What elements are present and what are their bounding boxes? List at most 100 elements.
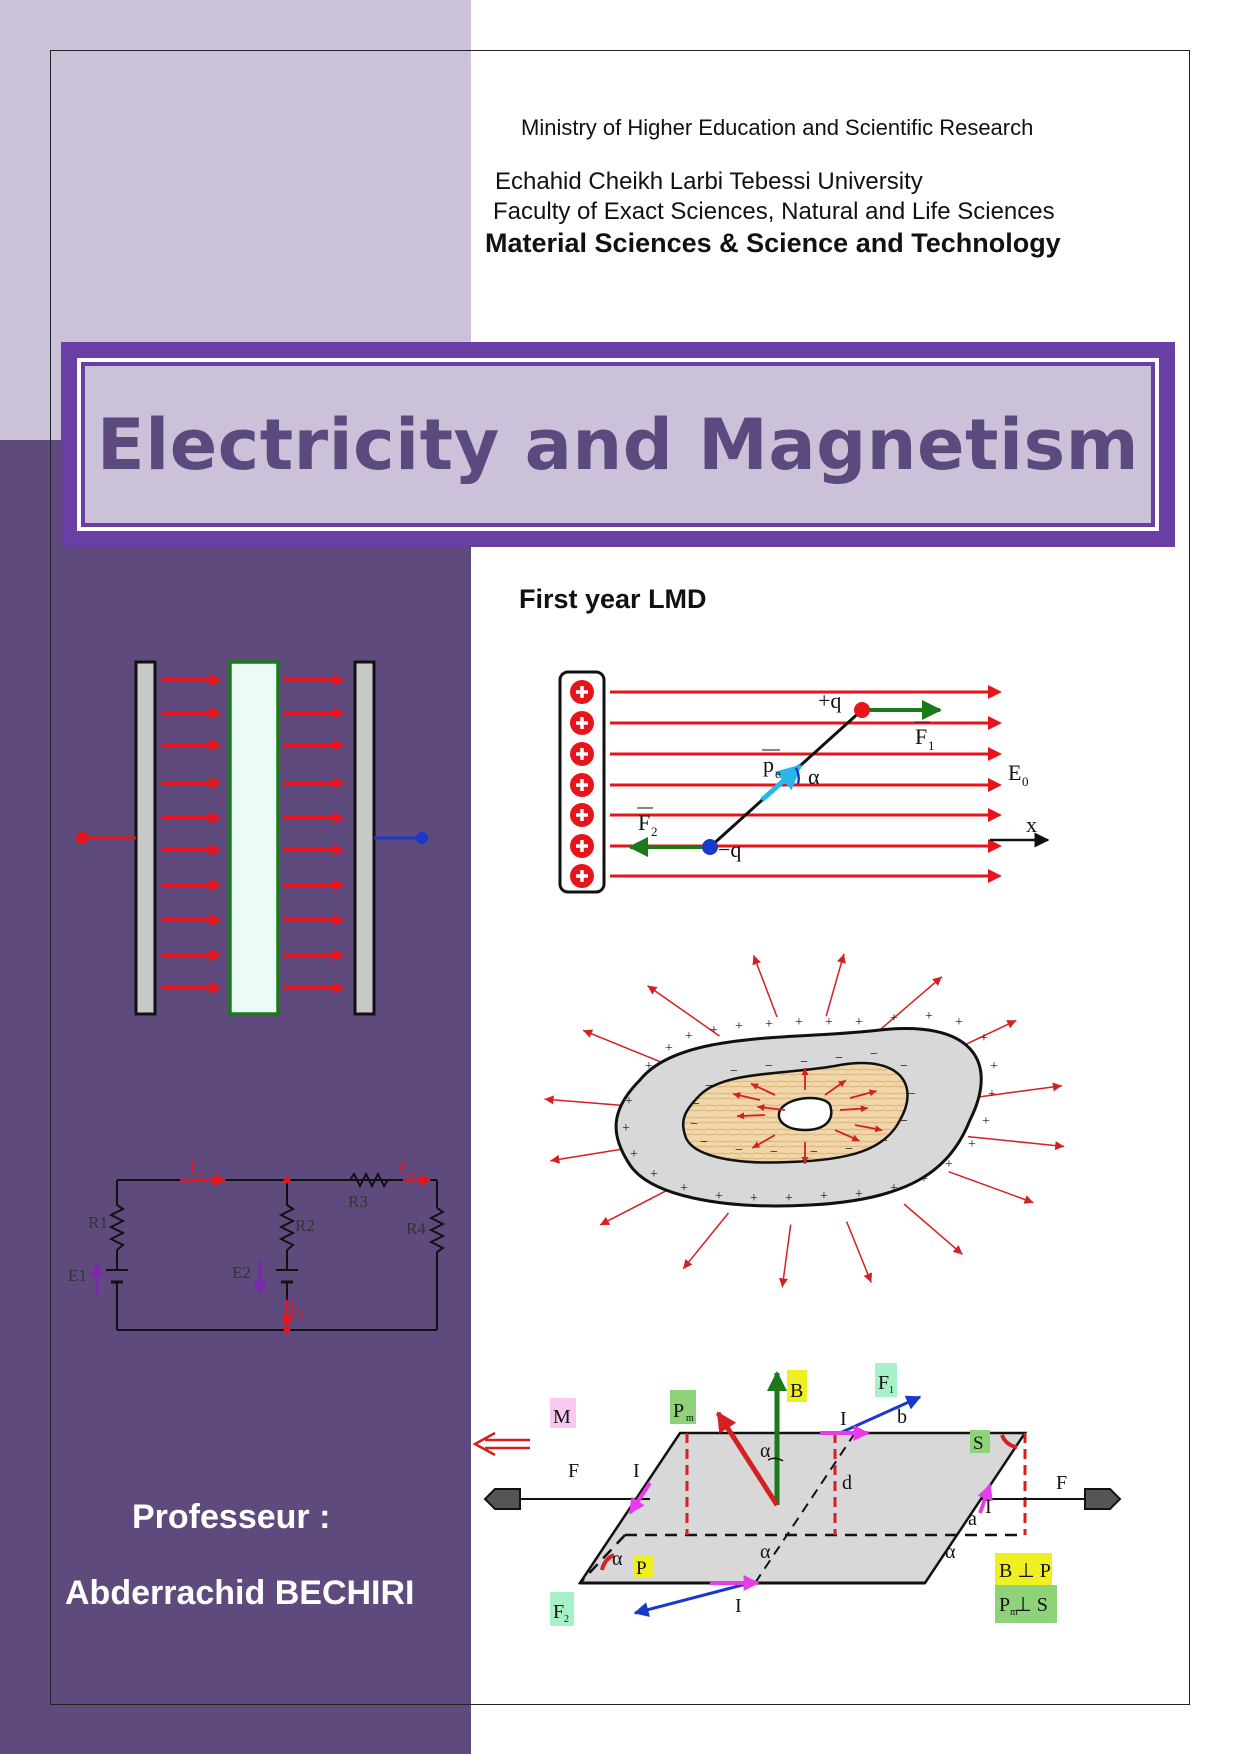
f2-label-box [550, 1592, 574, 1626]
f-label-left: F [568, 1460, 579, 1482]
external-field-ray [825, 953, 845, 1017]
external-field-arrowhead [779, 1277, 788, 1288]
surface-negative-charge: − [880, 1134, 888, 1149]
force-f2-arrow [633, 1581, 751, 1617]
surface-positive-charge: + [955, 1015, 963, 1030]
pe-subscript: e [775, 766, 781, 781]
surface-positive-charge: + [645, 1059, 653, 1074]
d-label: d [842, 1472, 852, 1494]
title-border: Electricity and Magnetism [77, 358, 1159, 531]
capacitor-field-arrowhead [333, 707, 345, 719]
capacitor-field-arrowhead [333, 739, 345, 751]
external-field-ray [781, 1224, 792, 1288]
external-field-ray [647, 984, 720, 1037]
side-a-label: a [968, 1508, 977, 1530]
inner-field-arrowhead [737, 1112, 745, 1120]
surface-negative-charge: − [835, 1051, 843, 1066]
loop-middle-axis [754, 1432, 856, 1584]
capacitor-field-arrowhead [333, 844, 345, 856]
f-label-right: F [1056, 1472, 1067, 1494]
i1-subscript: 1 [198, 1169, 204, 1181]
external-field-arrowhead [583, 1029, 594, 1038]
external-field-arrowhead [752, 955, 761, 966]
field-line-arrowhead [988, 716, 1002, 730]
capacitor-field-arrowhead [333, 982, 345, 994]
capacitor-field-arrowhead [210, 982, 222, 994]
surface-positive-charge: + [990, 1059, 998, 1074]
angle-arc-alpha [767, 1457, 784, 1462]
author-label: Professeur : [132, 1498, 331, 1536]
inner-field-arrowhead [868, 1089, 877, 1097]
field-line-arrowhead [988, 808, 1002, 822]
external-field-ray [878, 976, 943, 1031]
surface-negative-charge: − [765, 1059, 773, 1074]
b-perp-p-box [995, 1553, 1052, 1585]
external-field-ray [967, 1135, 1065, 1148]
pm-perp-s-label: P ⊥ S [999, 1594, 1048, 1616]
external-field-arrowhead [1006, 1020, 1017, 1029]
surface-negative-charge: − [900, 1059, 908, 1074]
i3-label: I [400, 1158, 406, 1178]
surface-negative-charge: − [690, 1117, 698, 1132]
minus-q-label: −q [718, 837, 741, 862]
i3-subscript: 3 [408, 1169, 414, 1181]
r2-label: R2 [295, 1216, 315, 1235]
current-label-bottom: I [735, 1595, 742, 1617]
pm-subscript: m [686, 1413, 694, 1424]
i2-label: I [290, 1297, 296, 1317]
department-line: Material Sciences & Science and Technolo… [485, 228, 1061, 258]
dielectric-slab [228, 660, 280, 1016]
pm-label-box [670, 1390, 696, 1424]
capacitor-field-arrowhead [210, 707, 222, 719]
background-left-panel [0, 440, 471, 1754]
plus-sign [576, 717, 588, 729]
f1-label-box [875, 1363, 897, 1397]
document-title: Electricity and Magnetism [96, 403, 1140, 486]
surface-negative-charge: − [700, 1135, 708, 1150]
surface-positive-charge: + [982, 1114, 990, 1129]
surface-positive-charge: + [715, 1189, 723, 1204]
external-field-arrowhead [1023, 1195, 1034, 1204]
plus-sign [576, 779, 588, 791]
surface-negative-charge: − [908, 1087, 916, 1102]
field-line-arrowhead [988, 839, 1002, 853]
loop-dashed-side [579, 1534, 626, 1584]
b-label-box [787, 1370, 807, 1402]
external-field-arrowhead [683, 1258, 693, 1269]
capacitor-field-arrowhead [210, 844, 222, 856]
surface-positive-charge: + [968, 1137, 976, 1152]
alpha-label-top: α [760, 1440, 771, 1462]
external-field-ray [966, 1084, 1063, 1100]
negative-charge [702, 839, 718, 855]
e2-label: E2 [232, 1263, 251, 1282]
surface-positive-charge: + [980, 1031, 988, 1046]
inner-field-arrowhead [733, 1092, 741, 1099]
capacitor-field-arrowhead [333, 949, 345, 961]
external-field-ray [582, 1029, 666, 1065]
capacitor-field-arrowhead [210, 777, 222, 789]
course-level: First year LMD [519, 584, 707, 614]
capacitor-field-arrowhead [333, 777, 345, 789]
plus-sign [576, 809, 588, 821]
external-field-ray [903, 1203, 963, 1255]
plus-sign [576, 840, 588, 852]
r4-label: R4 [406, 1219, 426, 1238]
conductor-cavity-figure: ++++++++++++++++++++++++++++++−−−−−−−−−−… [544, 953, 1065, 1288]
field-line-arrowhead [988, 869, 1002, 883]
title-band: Electricity and Magnetism [61, 342, 1175, 547]
external-field-ray [682, 1212, 730, 1270]
f2-label: F [553, 1601, 564, 1623]
surface-positive-charge: + [825, 1015, 833, 1030]
b-perp-p-label: B ⊥ P [999, 1560, 1051, 1582]
i2-subscript: 2 [298, 1308, 304, 1320]
alpha-label-left: α [612, 1548, 623, 1570]
e0-label: E [1008, 760, 1021, 785]
circuit-figure: I 1 I 3 I 2 R1 R2 R3 R4 E1 E2 [68, 1158, 446, 1334]
left-terminal [76, 832, 88, 844]
f2-label: F [638, 810, 650, 835]
external-field-arrowhead [952, 1245, 963, 1255]
right-handle [1084, 1488, 1122, 1510]
right-terminal [416, 832, 428, 844]
surface-positive-charge: + [625, 1094, 633, 1109]
surface-positive-charge: + [925, 1009, 933, 1024]
